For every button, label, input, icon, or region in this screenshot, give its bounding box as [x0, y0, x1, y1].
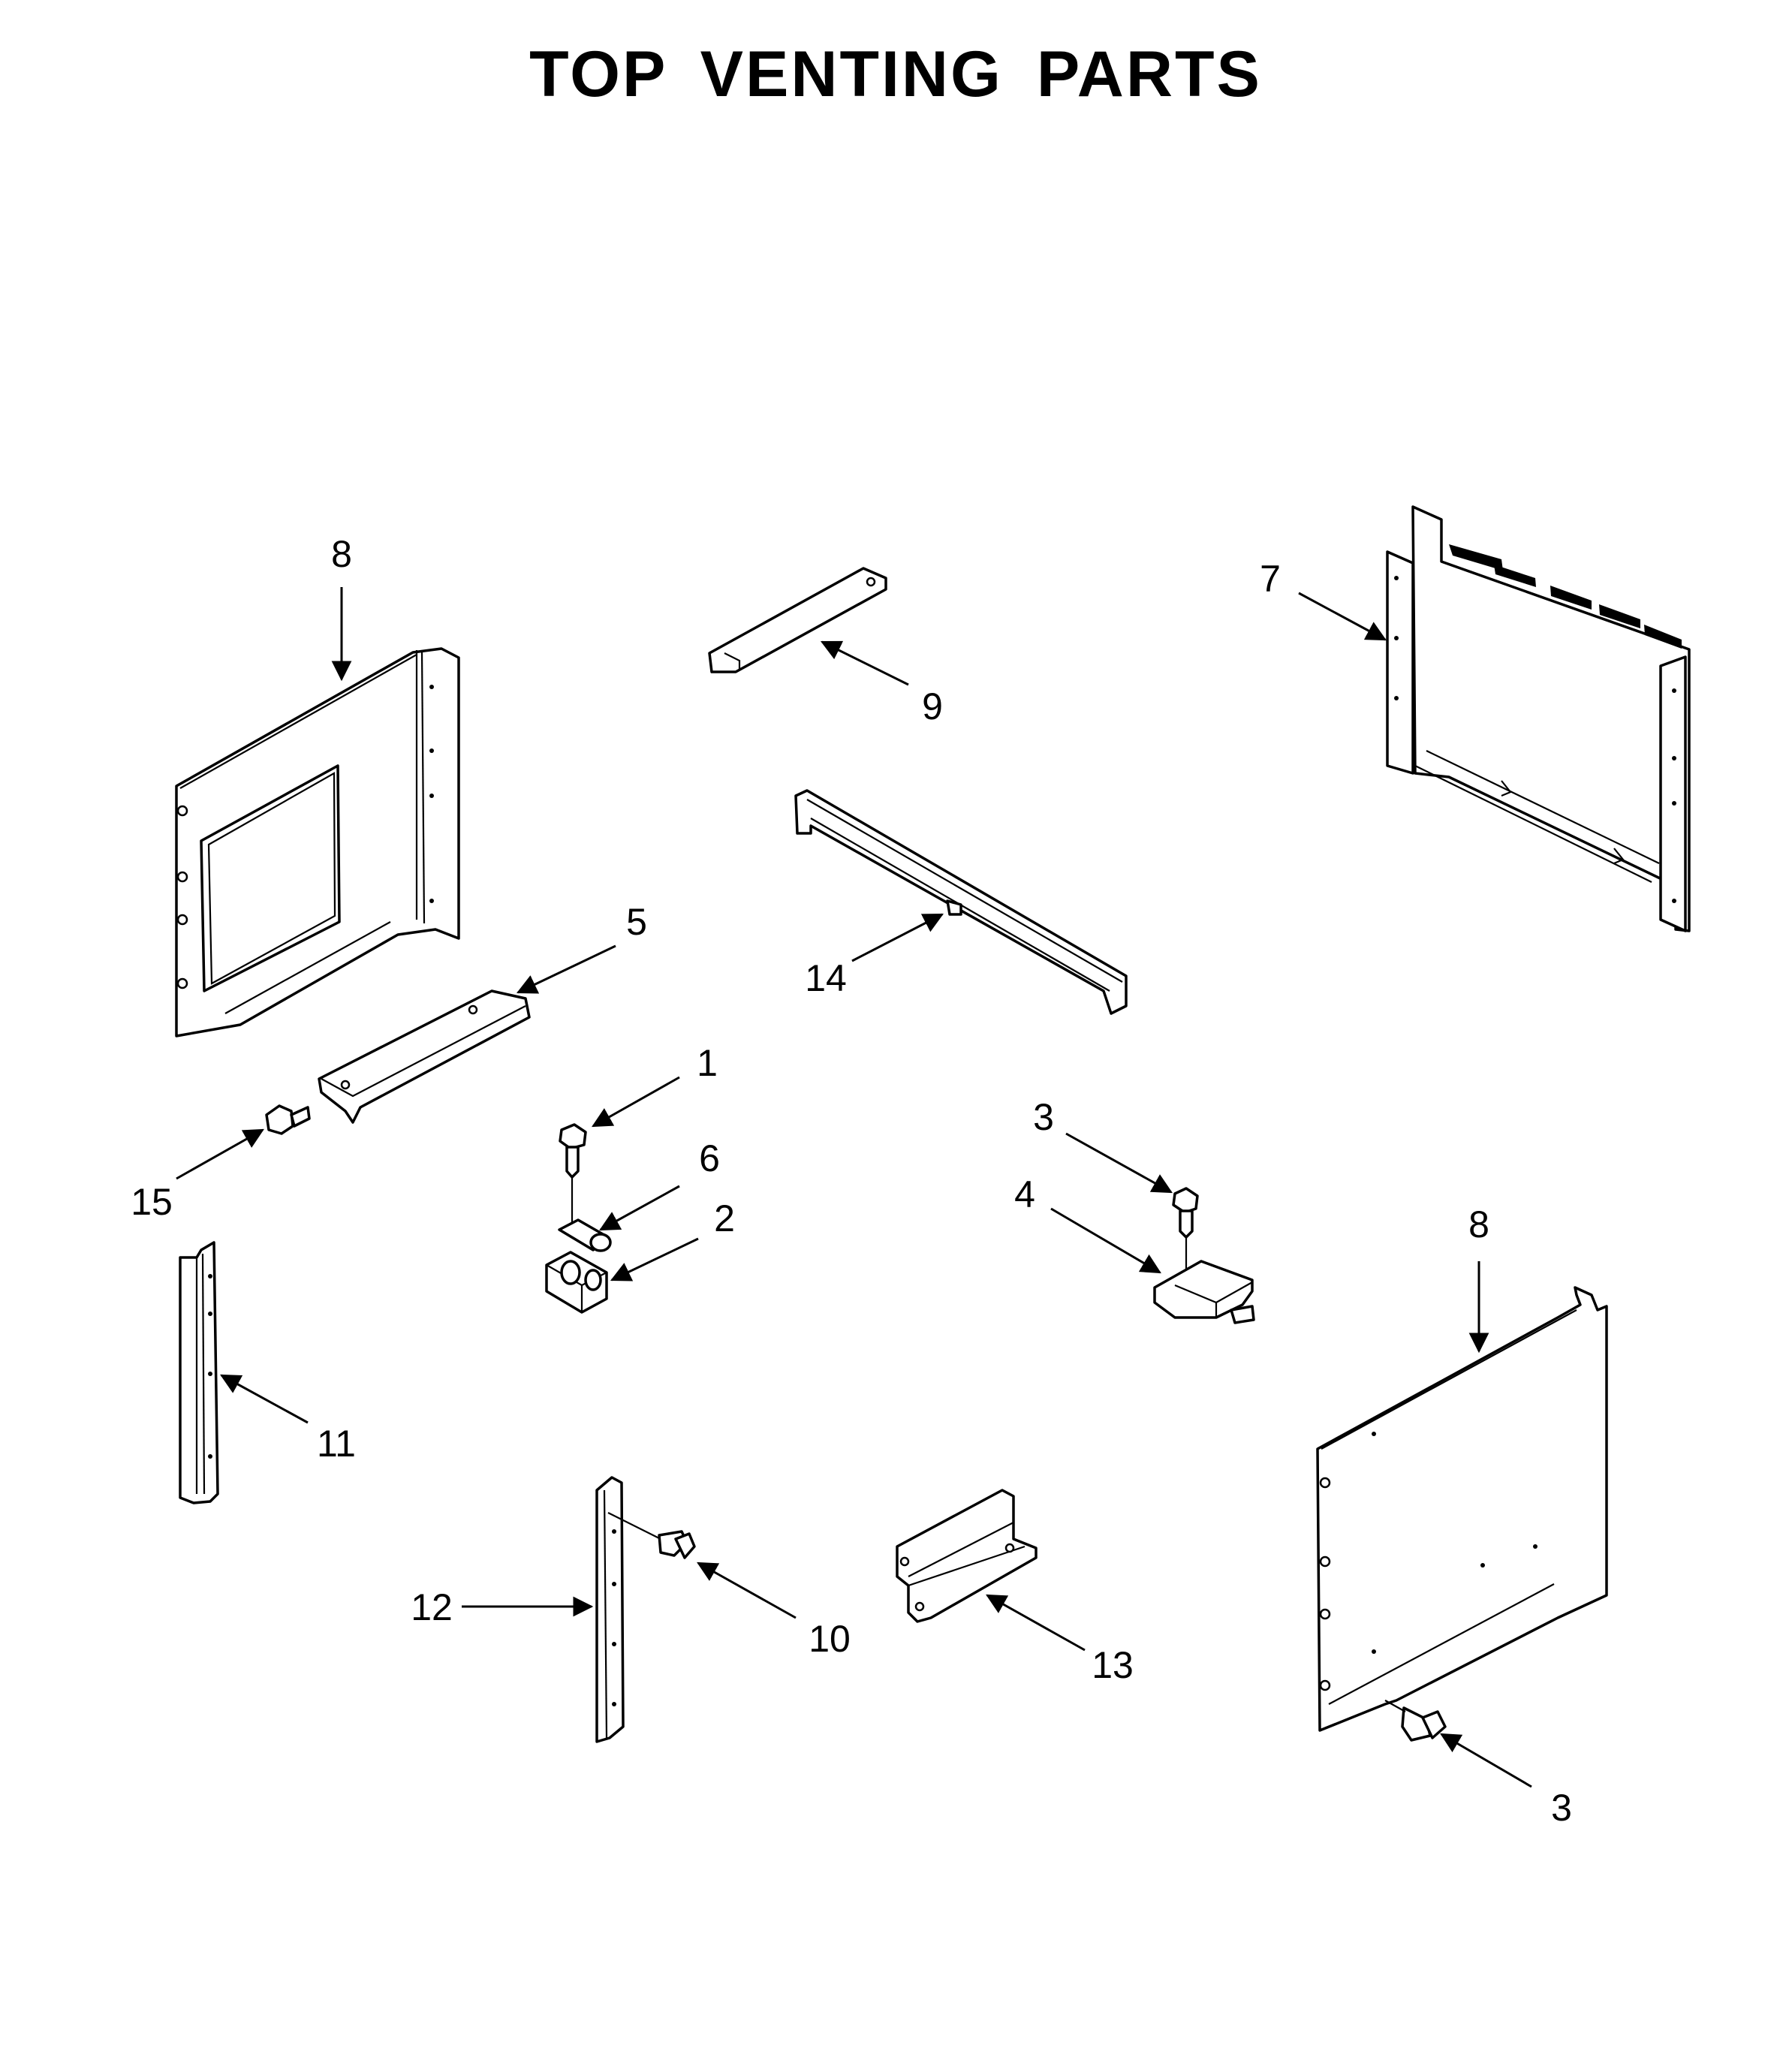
- part-15-screw: [265, 1104, 311, 1135]
- page-title: TOP VENTING PARTS: [529, 38, 1262, 110]
- callout-1: 1: [697, 1042, 718, 1084]
- callout-11: 11: [317, 1423, 356, 1465]
- callout-9: 9: [922, 685, 943, 727]
- callout-3-lower: 3: [1551, 1787, 1572, 1829]
- part-2-fuse-holder: [545, 1251, 608, 1314]
- callout-8-lower: 8: [1468, 1203, 1489, 1245]
- part-3-screw-upper: [1172, 1187, 1199, 1269]
- callout-12: 12: [411, 1586, 453, 1628]
- callout-5: 5: [626, 901, 647, 943]
- part-8-left-side-panel: [175, 647, 460, 1038]
- callout-8-upper: 8: [331, 533, 352, 575]
- callout-14: 14: [805, 957, 847, 999]
- part-10-screw: [607, 1512, 696, 1559]
- part-3-screw-lower: [1384, 1700, 1447, 1742]
- callout-7: 7: [1260, 558, 1281, 600]
- part-8-right-side-panel: [1316, 1286, 1608, 1732]
- callout-10: 10: [809, 1618, 851, 1660]
- leader-lines: [176, 587, 1532, 1788]
- part-6-fuse: [558, 1218, 612, 1252]
- part-12-vertical-bracket: [595, 1476, 625, 1743]
- part-5-bracket: [318, 989, 531, 1124]
- part-1-screw: [559, 1123, 587, 1225]
- part-9-vent-plate: [708, 567, 887, 673]
- callout-13: 13: [1092, 1644, 1134, 1686]
- part-7-rear-panel: [1386, 505, 1691, 932]
- callout-15: 15: [131, 1181, 173, 1223]
- part-4-switch: [1153, 1260, 1255, 1324]
- callout-3-upper: 3: [1033, 1096, 1054, 1138]
- part-14-rail: [794, 789, 1128, 1015]
- part-11-vertical-bracket: [179, 1241, 219, 1504]
- callout-6: 6: [699, 1137, 720, 1179]
- callout-4: 4: [1014, 1173, 1035, 1215]
- callout-2: 2: [714, 1197, 735, 1239]
- part-13-z-bracket: [896, 1489, 1038, 1623]
